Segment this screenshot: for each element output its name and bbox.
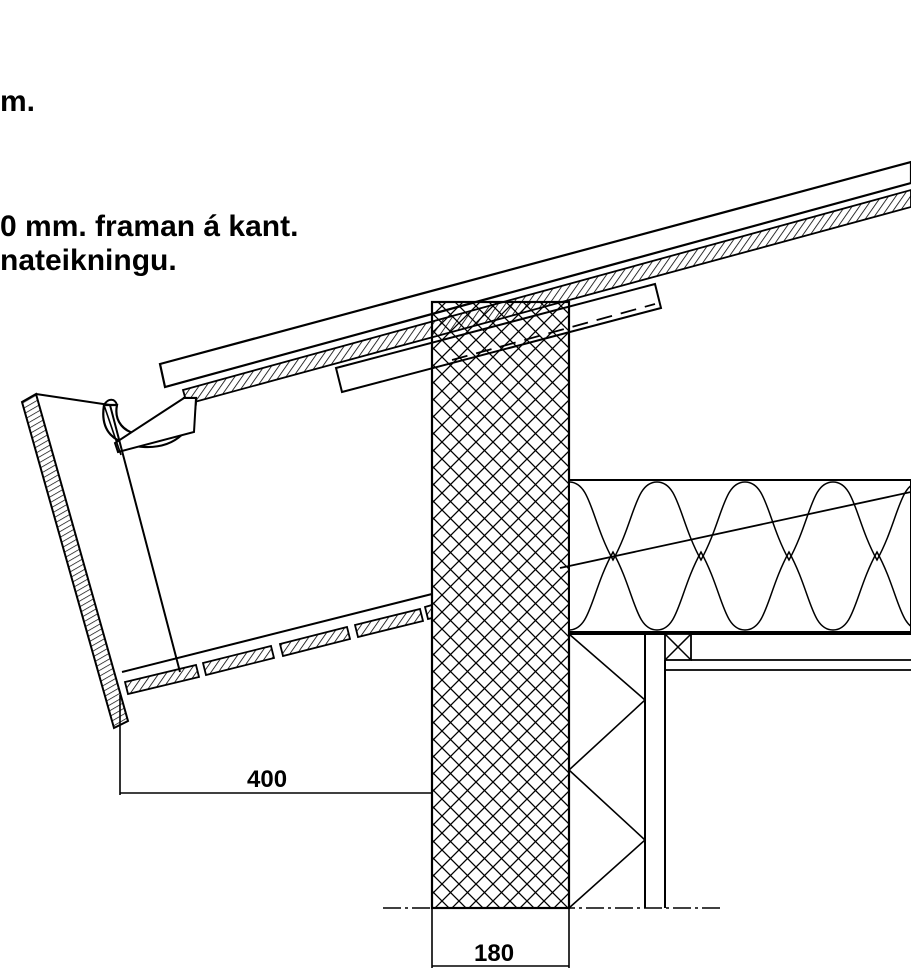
wall-section [430, 300, 571, 910]
insulation-loops [570, 481, 911, 631]
stud-bracing [567, 633, 647, 909]
soffit-boards [123, 603, 433, 696]
roof-board [158, 160, 911, 389]
fascia-board [20, 392, 130, 730]
eave-block [113, 397, 198, 454]
dimension-overhang: 400 [247, 766, 287, 793]
note-line-1: m. [0, 85, 36, 118]
dimension-wall-width: 180 [474, 940, 514, 967]
fascia-face [35, 393, 181, 673]
soffit-line [121, 593, 433, 673]
insulation-slope-line [559, 491, 911, 569]
note-line-3: nateikningu. [0, 244, 177, 277]
hidden-line [451, 303, 656, 361]
note-line-2: 0 mm. framan á kant. [0, 210, 299, 243]
